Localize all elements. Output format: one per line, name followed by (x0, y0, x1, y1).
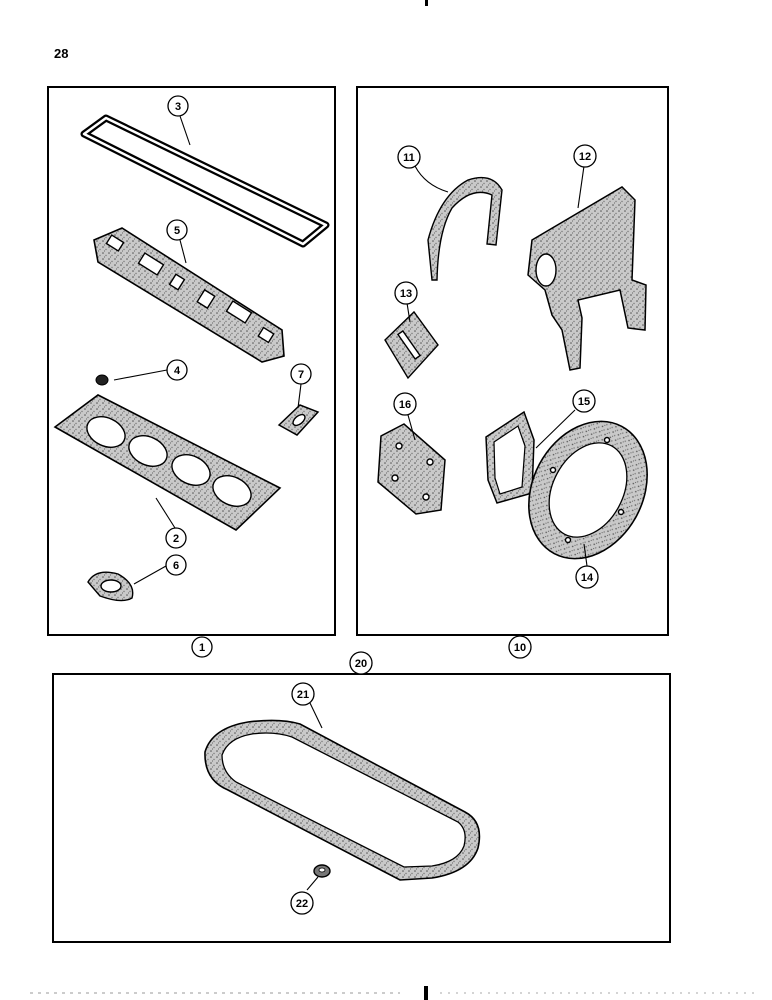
part-6-oval-gasket (87, 571, 134, 602)
top-mark (425, 0, 428, 6)
part-7-flange-gasket (277, 404, 320, 436)
callout-12: 12 (573, 144, 597, 168)
callout-13: 13 (394, 281, 418, 305)
part-13-small-gasket (384, 310, 439, 380)
callout-15: 15 (572, 389, 596, 413)
callout-7: 7 (290, 363, 312, 385)
callout-5-label: 5 (174, 225, 180, 237)
callout-1: 1 (191, 636, 213, 658)
part-4-grommet (95, 374, 109, 386)
callout-21-label: 21 (297, 689, 309, 701)
callout-13-label: 13 (400, 288, 412, 300)
part-12-rear-plate-gasket (527, 186, 647, 371)
callout-20-label: 20 (355, 658, 367, 670)
callout-20: 20 (349, 651, 373, 675)
part-22-seal-hole (318, 867, 326, 873)
callout-1-label: 1 (199, 642, 205, 654)
part-2-head-gasket (53, 394, 282, 531)
part-12-opening (535, 253, 557, 287)
callout-4-label: 4 (174, 365, 181, 377)
panel-kit-1-frame (47, 86, 336, 636)
callout-11-label: 11 (403, 152, 415, 164)
callout-22: 22 (290, 891, 314, 915)
callout-14-label: 14 (581, 572, 594, 584)
callout-21: 21 (291, 682, 315, 706)
leader-lines (113, 115, 588, 891)
callout-22-label: 22 (296, 898, 308, 910)
callout-10: 10 (508, 635, 532, 659)
callout-3-label: 3 (175, 101, 181, 113)
part-15-frame-gasket (485, 410, 535, 504)
part-5-manifold-gasket (93, 227, 285, 363)
callout-6-label: 6 (173, 560, 179, 572)
page-number: 28 (54, 46, 69, 61)
panel-kit-10-frame (356, 86, 669, 636)
callout-2: 2 (165, 527, 187, 549)
callout-12-label: 12 (579, 151, 591, 163)
callout-3: 3 (167, 95, 189, 117)
part-14-ring-gasket (528, 420, 648, 560)
callout-11: 11 (397, 145, 421, 169)
callout-15-label: 15 (578, 396, 590, 408)
part-3-valve-cover-gasket (80, 114, 330, 248)
callout-16-label: 16 (399, 399, 411, 411)
bottom-scan-artifacts (30, 986, 760, 1000)
callout-16: 16 (393, 392, 417, 416)
part-21-oil-pan-gasket (204, 719, 481, 881)
callout-14: 14 (575, 565, 599, 589)
part-16-plate-gasket (377, 423, 446, 515)
callout-2-label: 2 (173, 533, 179, 545)
part-11-front-cover-gasket (427, 176, 503, 281)
callout-10-label: 10 (514, 642, 526, 654)
callout-5: 5 (166, 219, 188, 241)
callout-6: 6 (165, 554, 187, 576)
callout-7-label: 7 (298, 369, 304, 381)
callout-4: 4 (166, 359, 188, 381)
